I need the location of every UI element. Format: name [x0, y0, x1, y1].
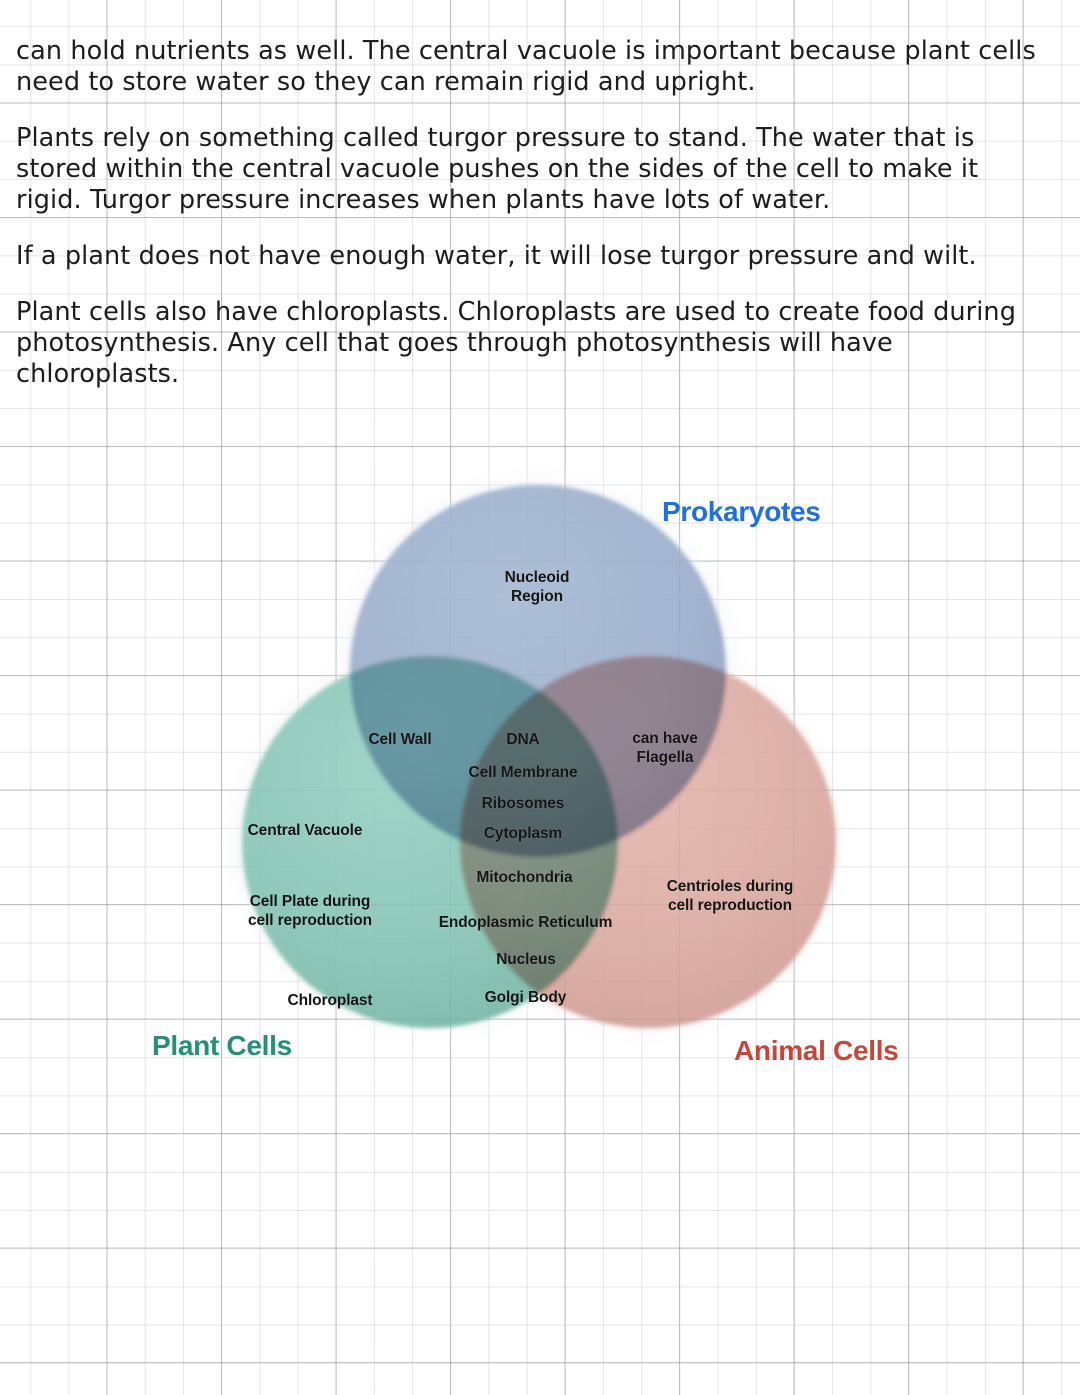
venn-label-golgi-body: Golgi Body: [484, 989, 567, 1006]
venn-label-cell-wall: Cell Wall: [368, 731, 432, 748]
venn-label-mitochondria: Mitochondria: [476, 869, 573, 886]
venn-label-endoplasmic-reticulum: Endoplasmic Reticulum: [438, 914, 613, 931]
note-paragraph-3: If a plant does not have enough water, i…: [16, 241, 977, 271]
venn-label-nucleoid-region: Nucleoid Region: [504, 569, 570, 605]
note-paragraph-2: Plants rely on something called turgor p…: [16, 123, 979, 215]
venn-label-cytoplasm: Cytoplasm: [483, 825, 563, 842]
venn-label-chloroplast: Chloroplast: [287, 992, 373, 1009]
venn-label-dna: DNA: [506, 731, 540, 748]
venn-label-nucleus: Nucleus: [496, 951, 556, 968]
venn-diagram: Prokaryotes Plant Cells Animal Cells Nuc…: [130, 440, 950, 1100]
note-paragraph-1: can hold nutrients as well. The central …: [16, 36, 1036, 97]
venn-label-cell-membrane: Cell Membrane: [468, 764, 578, 781]
venn-label-can-have-flagella: can have Flagella: [632, 730, 698, 766]
venn-label-ribosomes: Ribosomes: [481, 795, 565, 812]
venn-title-prokaryotes: Prokaryotes: [662, 496, 821, 527]
venn-label-central-vacuole: Central Vacuole: [247, 822, 363, 839]
venn-title-plant-cells: Plant Cells: [152, 1030, 292, 1061]
venn-label-centrioles: Centrioles during cell reproduction: [666, 878, 794, 914]
note-paragraph-4: Plant cells also have chloroplasts. Chlo…: [16, 297, 1016, 389]
venn-label-cell-plate: Cell Plate during cell reproduction: [247, 893, 373, 929]
notes-text-block: can hold nutrients as well. The central …: [16, 36, 1046, 415]
venn-title-animal-cells: Animal Cells: [734, 1035, 899, 1066]
